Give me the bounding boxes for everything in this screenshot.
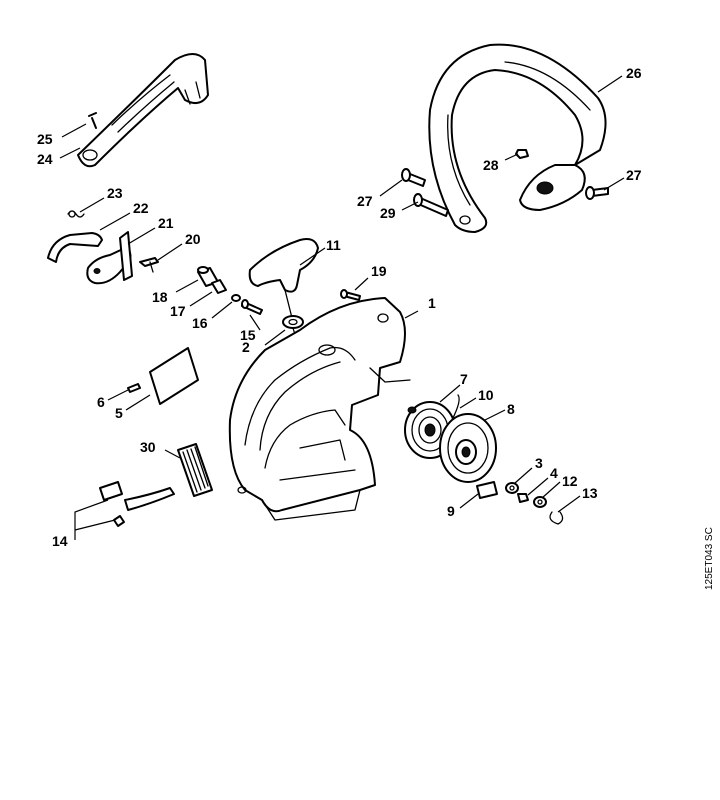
sleeve-17: [211, 279, 227, 294]
callout-22: 22: [133, 200, 149, 216]
grommet-2: [282, 315, 304, 329]
callout-27-right: 27: [626, 167, 642, 183]
screw-15: [241, 299, 263, 315]
washer-3: [505, 482, 519, 494]
washer-16: [231, 294, 241, 302]
callout-7: 7: [460, 371, 468, 387]
callout-13: 13: [582, 485, 598, 501]
callout-2: 2: [242, 339, 250, 355]
handlebar-part: [428, 43, 607, 233]
fan-housing-1: [228, 297, 411, 521]
callout-26: 26: [626, 65, 642, 81]
callout-6: 6: [97, 394, 105, 410]
callout-1: 1: [428, 295, 436, 311]
callout-20: 20: [185, 231, 201, 247]
screw-4: [517, 493, 529, 503]
callout-27-left: 27: [357, 193, 373, 209]
callout-5: 5: [115, 405, 123, 421]
callout-15: 15: [240, 327, 256, 343]
callout-29: 29: [380, 205, 396, 221]
callout-8: 8: [507, 401, 515, 417]
switch-14: [99, 481, 175, 527]
nut-28: [515, 149, 529, 159]
callout-10: 10: [478, 387, 494, 403]
callout-11: 11: [326, 237, 341, 253]
callout-12: 12: [562, 473, 578, 489]
leader-lines: [59, 75, 625, 540]
callout-21: 21: [158, 215, 174, 231]
callout-3: 3: [535, 455, 543, 471]
callout-17: 17: [170, 303, 186, 319]
callout-16: 16: [192, 315, 208, 331]
spring-13: [549, 511, 564, 525]
callout-14: 14: [52, 533, 68, 549]
screw-27-left: [401, 168, 426, 187]
callout-24: 24: [37, 151, 53, 167]
washer-12: [533, 496, 547, 508]
callout-30: 30: [140, 439, 156, 455]
lever-22: [47, 232, 103, 263]
callout-28: 28: [483, 157, 499, 173]
spring-23: [67, 210, 85, 218]
callout-25: 25: [37, 131, 53, 147]
callout-23: 23: [107, 185, 123, 201]
screw-19: [340, 289, 361, 301]
handle-cover-part: [77, 53, 209, 168]
plate-5: [149, 347, 199, 405]
pin-20: [139, 257, 159, 273]
callout-labels: 1 2 3 4 5 6 7 8 9 10 11 12 13 14 15 16 1…: [37, 65, 642, 549]
callout-9: 9: [447, 503, 455, 519]
callout-4: 4: [550, 465, 558, 481]
callout-19: 19: [371, 263, 387, 279]
screw-29: [413, 193, 449, 217]
grille-30: [177, 443, 213, 497]
drawing-code: 125ET043 SC: [704, 527, 715, 590]
pawl-9: [476, 481, 498, 499]
screw-6: [127, 383, 141, 393]
callout-18: 18: [152, 289, 168, 305]
rope-rotor-8: [439, 394, 497, 483]
screw-27-right: [585, 186, 609, 200]
